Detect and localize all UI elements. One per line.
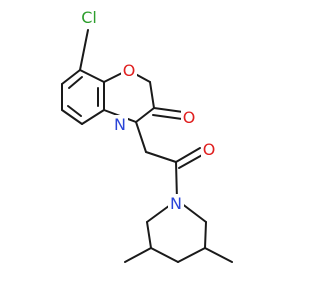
piperidine-nitrogen-label: N xyxy=(170,194,182,213)
bond xyxy=(135,107,155,123)
bond xyxy=(67,105,82,117)
bond xyxy=(81,109,105,125)
lactam-oxygen-atom: O xyxy=(181,108,197,127)
structure-drawing: Cl O O N O N xyxy=(61,7,233,263)
bond xyxy=(145,151,177,163)
bond xyxy=(152,114,183,120)
bond xyxy=(79,69,105,83)
bond xyxy=(175,147,201,163)
lactam-nitrogen-label: N xyxy=(114,115,126,134)
bond xyxy=(61,69,81,85)
bond xyxy=(79,29,89,71)
ring-oxygen-atom: O xyxy=(121,61,137,80)
ring-oxygen-label: O xyxy=(123,61,136,80)
bond xyxy=(149,81,155,109)
chlorine-atom: Cl xyxy=(78,7,102,27)
bond xyxy=(178,153,205,169)
bond xyxy=(204,247,233,263)
bond xyxy=(68,76,83,89)
piperidine-nitrogen-atom: N xyxy=(168,194,184,213)
bond xyxy=(204,221,207,249)
atom-labels: Cl O O N O N xyxy=(78,7,217,213)
bond xyxy=(124,247,152,263)
molecule-diagram: Cl O O N O N xyxy=(61,7,233,263)
bond xyxy=(175,161,178,201)
lactam-oxygen-label: O xyxy=(183,108,196,127)
bond xyxy=(61,109,83,125)
bond xyxy=(177,247,206,263)
bond xyxy=(135,121,147,153)
lactam-nitrogen-atom: N xyxy=(112,115,128,134)
bond xyxy=(146,221,152,249)
amide-oxygen-label: O xyxy=(203,140,216,159)
chlorine-label: Cl xyxy=(81,8,97,27)
bond xyxy=(150,247,179,263)
bond xyxy=(153,107,184,113)
amide-oxygen-atom: O xyxy=(201,140,217,159)
